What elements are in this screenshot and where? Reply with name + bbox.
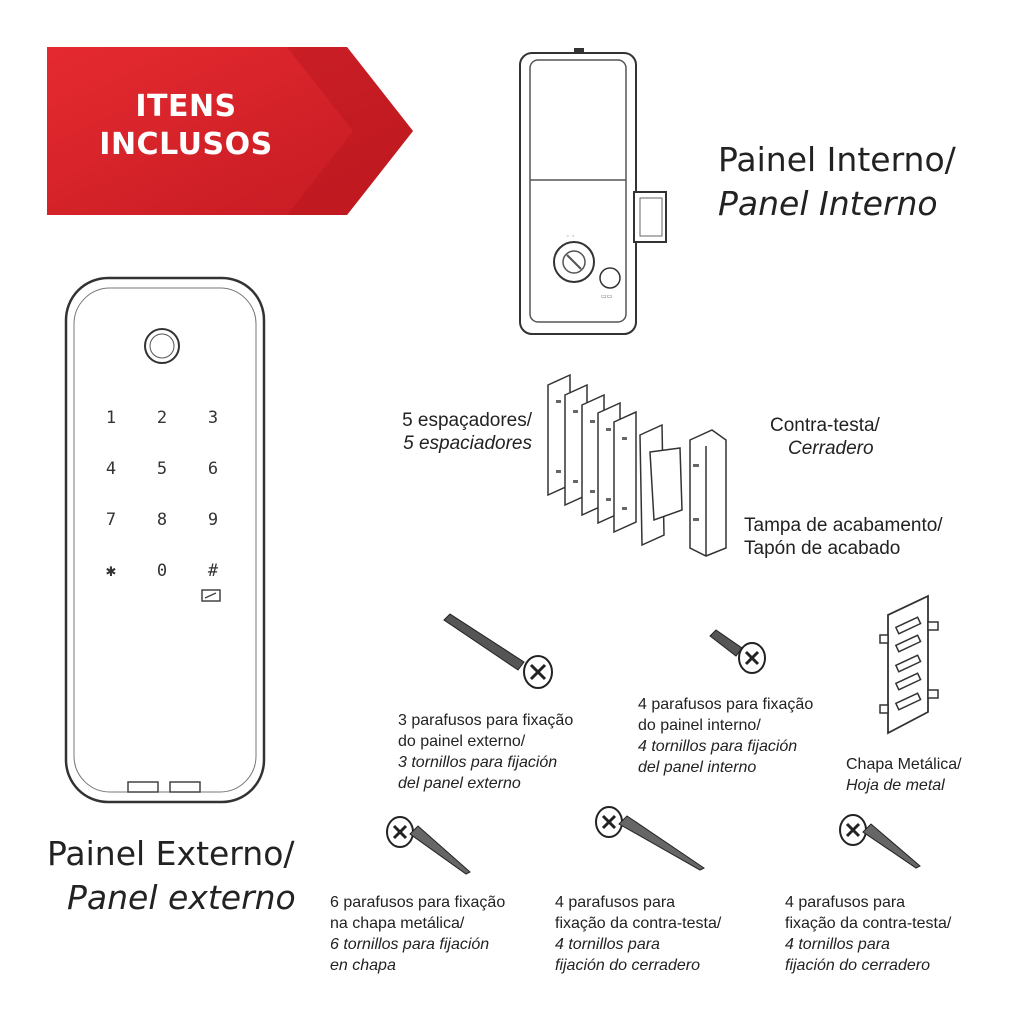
strike-screws-2-pt1: 4 parafusos para	[785, 894, 906, 911]
finishing-cap-label-pt: Tampa de acabamento/	[744, 515, 943, 536]
finishing-cap-label-es: Tapón de acabado	[744, 538, 901, 559]
internal-panel-label: Painel Interno/ Panel Interno	[718, 138, 956, 226]
external-panel-label: Painel Externo/ Panel externo	[47, 832, 296, 920]
strike-screws-2-pt2: fixação da contra-testa/	[785, 915, 952, 932]
key-hash[interactable]: #	[207, 561, 219, 581]
banner-title: ITENS INCLUSOS	[47, 88, 325, 164]
key-9[interactable]: 9	[207, 510, 219, 530]
key-star[interactable]: ✱	[105, 561, 117, 581]
strike-screws-1-es2: fijación do cerradero	[555, 957, 700, 974]
items-banner	[47, 47, 413, 215]
strike-screws-2-es1: 4 tornillos para	[785, 936, 890, 953]
internal-panel-screws-pt1: 4 parafusos para fixação	[638, 696, 814, 713]
strike-screws-label-1: 4 parafusos para fixação da contra-testa…	[555, 892, 721, 976]
external-panel-screws-label: 3 parafusos para fixação do painel exter…	[398, 710, 573, 794]
key-2[interactable]: 2	[156, 408, 168, 428]
strike-screws-1-es1: 4 tornillos para	[555, 936, 660, 953]
key-4[interactable]: 4	[105, 459, 117, 479]
plate-screws-es1: 6 tornillos para fijación	[330, 936, 490, 953]
strike-screws-1-pt2: fixação da contra-testa/	[555, 915, 722, 932]
svg-text:◦ ◦: ◦ ◦	[566, 233, 575, 240]
banner-line-1: ITENS	[135, 89, 237, 124]
external-panel-screws-es2: del panel externo	[398, 775, 521, 792]
metal-plate-label-pt: Chapa Metálica/	[846, 756, 962, 773]
strike-screws-label-2: 4 parafusos para fixação da contra-testa…	[785, 892, 951, 976]
banner-line-2: INCLUSOS	[99, 127, 273, 162]
internal-panel-screws-es1: 4 tornillos para fijación	[638, 738, 798, 755]
internal-panel-screws-pt2: do painel interno/	[638, 717, 761, 734]
internal-panel-label-es: Panel Interno	[718, 184, 938, 223]
finishing-cap-label: Tampa de acabamento/ Tapón de acabado	[744, 514, 943, 560]
strike-screws-2-es2: fijación do cerradero	[785, 957, 930, 974]
strike-screws-1-pt1: 4 parafusos para	[555, 894, 676, 911]
strike-plate-label: Contra-testa/ Cerradero	[770, 414, 880, 460]
svg-text:▭▭: ▭▭	[601, 293, 612, 300]
key-7[interactable]: 7	[105, 510, 117, 530]
spacers-label: 5 espaçadores/ 5 espaciadores	[392, 409, 532, 455]
external-panel-screws-es1: 3 tornillos para fijación	[398, 754, 558, 771]
external-panel-label-es: Panel externo	[67, 878, 296, 917]
external-panel-label-pt: Painel Externo/	[47, 834, 295, 873]
plate-screws-pt2: na chapa metálica/	[330, 915, 465, 932]
key-6[interactable]: 6	[207, 459, 219, 479]
internal-panel-screws-label: 4 parafusos para fixação do painel inter…	[638, 694, 813, 778]
key-3[interactable]: 3	[207, 408, 219, 428]
strike-plate-label-es: Cerradero	[788, 438, 874, 459]
external-panel-screws-pt2: do painel externo/	[398, 733, 526, 750]
plate-screws-es2: en chapa	[330, 957, 396, 974]
strike-plate-label-pt: Contra-testa/	[770, 415, 880, 436]
metal-plate-label-es: Hoja de metal	[846, 777, 945, 794]
external-panel-screws-pt1: 3 parafusos para fixação	[398, 712, 574, 729]
internal-panel-label-pt: Painel Interno/	[718, 140, 956, 179]
key-5[interactable]: 5	[156, 459, 168, 479]
key-1[interactable]: 1	[105, 408, 117, 428]
internal-panel-screws-es2: del panel interno	[638, 759, 757, 776]
key-0[interactable]: 0	[156, 561, 168, 581]
plate-screws-pt1: 6 parafusos para fixação	[330, 894, 506, 911]
key-8[interactable]: 8	[156, 510, 168, 530]
spacers-label-pt: 5 espaçadores/	[402, 410, 532, 431]
plate-screws-label: 6 parafusos para fixação na chapa metáli…	[330, 892, 505, 976]
spacers-label-es: 5 espaciadores	[403, 433, 532, 454]
metal-plate-label: Chapa Metálica/ Hoja de metal	[846, 754, 962, 796]
